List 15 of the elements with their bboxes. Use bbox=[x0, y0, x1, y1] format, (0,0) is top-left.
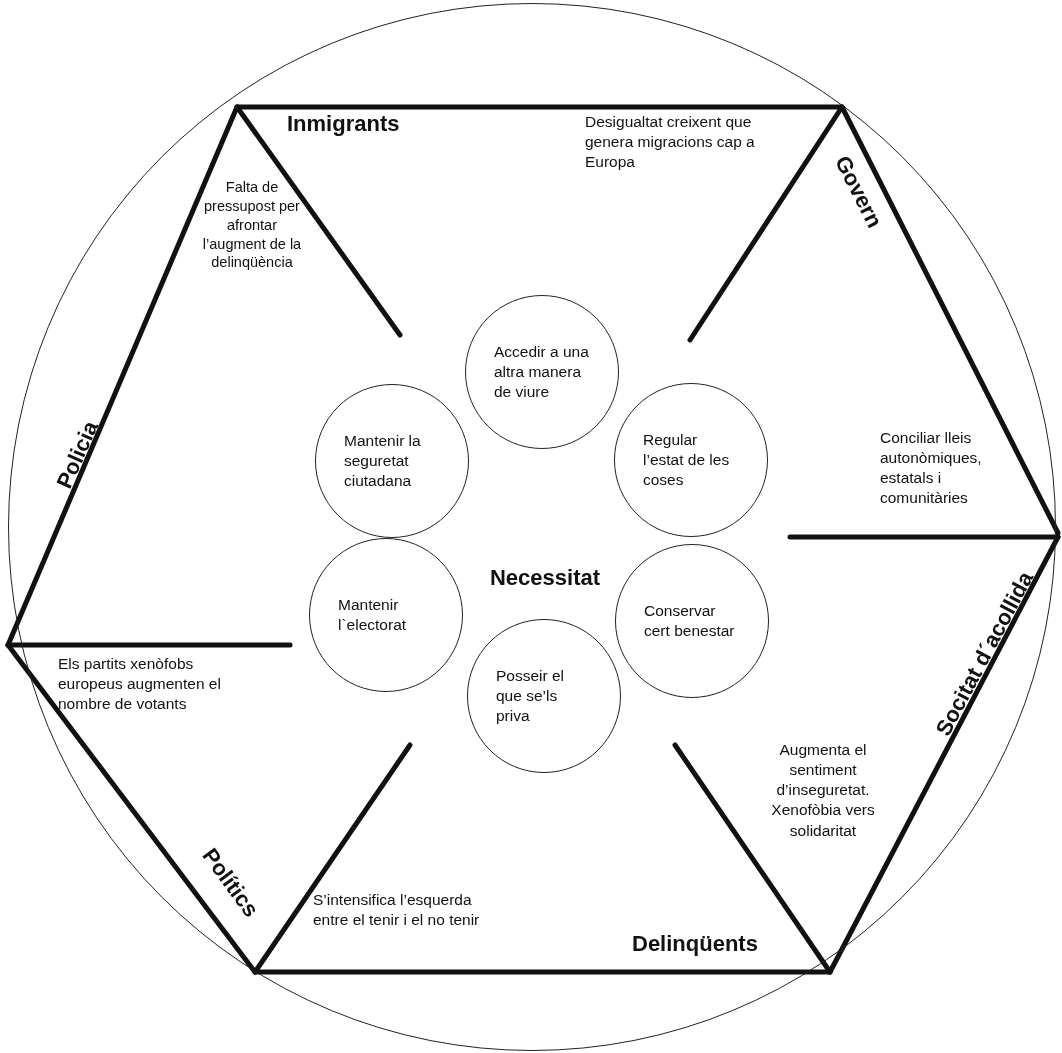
need-circle: Conservar cert benestar bbox=[615, 544, 769, 698]
center-heading: Necessitat bbox=[489, 563, 601, 592]
need-circle: Posseir el que se’ls priva bbox=[467, 619, 621, 773]
need-circle: Accedir a una altra manera de viure bbox=[465, 295, 619, 449]
statement-text: Desigualtat creixent que genera migracions cap a Europa bbox=[585, 112, 756, 173]
statement-text: Falta de pressupost per afrontar l’augment de la delinqüència bbox=[201, 178, 303, 273]
statement-text: Conciliar lleis autonòmiques, estatals i comunitàries bbox=[880, 428, 983, 509]
need-circle: Mantenir l`electorat bbox=[309, 538, 463, 692]
statement-text: Augmenta el sentiment d’inseguretat. Xenofòbia vers solidaritat bbox=[770, 740, 876, 841]
actor-label: Inmigrants bbox=[287, 110, 400, 138]
actor-label: Delinqüents bbox=[632, 930, 758, 958]
need-circle: Mantenir la seguretat ciutadana bbox=[315, 384, 469, 538]
need-circle: Regular l’estat de les coses bbox=[614, 383, 768, 537]
statement-text: S’intensifica l’esquerda entre el tenir i el no tenir bbox=[313, 890, 481, 931]
statement-text: Els partits xenòfobs europeus augmenten el nombre de votants bbox=[58, 654, 222, 715]
